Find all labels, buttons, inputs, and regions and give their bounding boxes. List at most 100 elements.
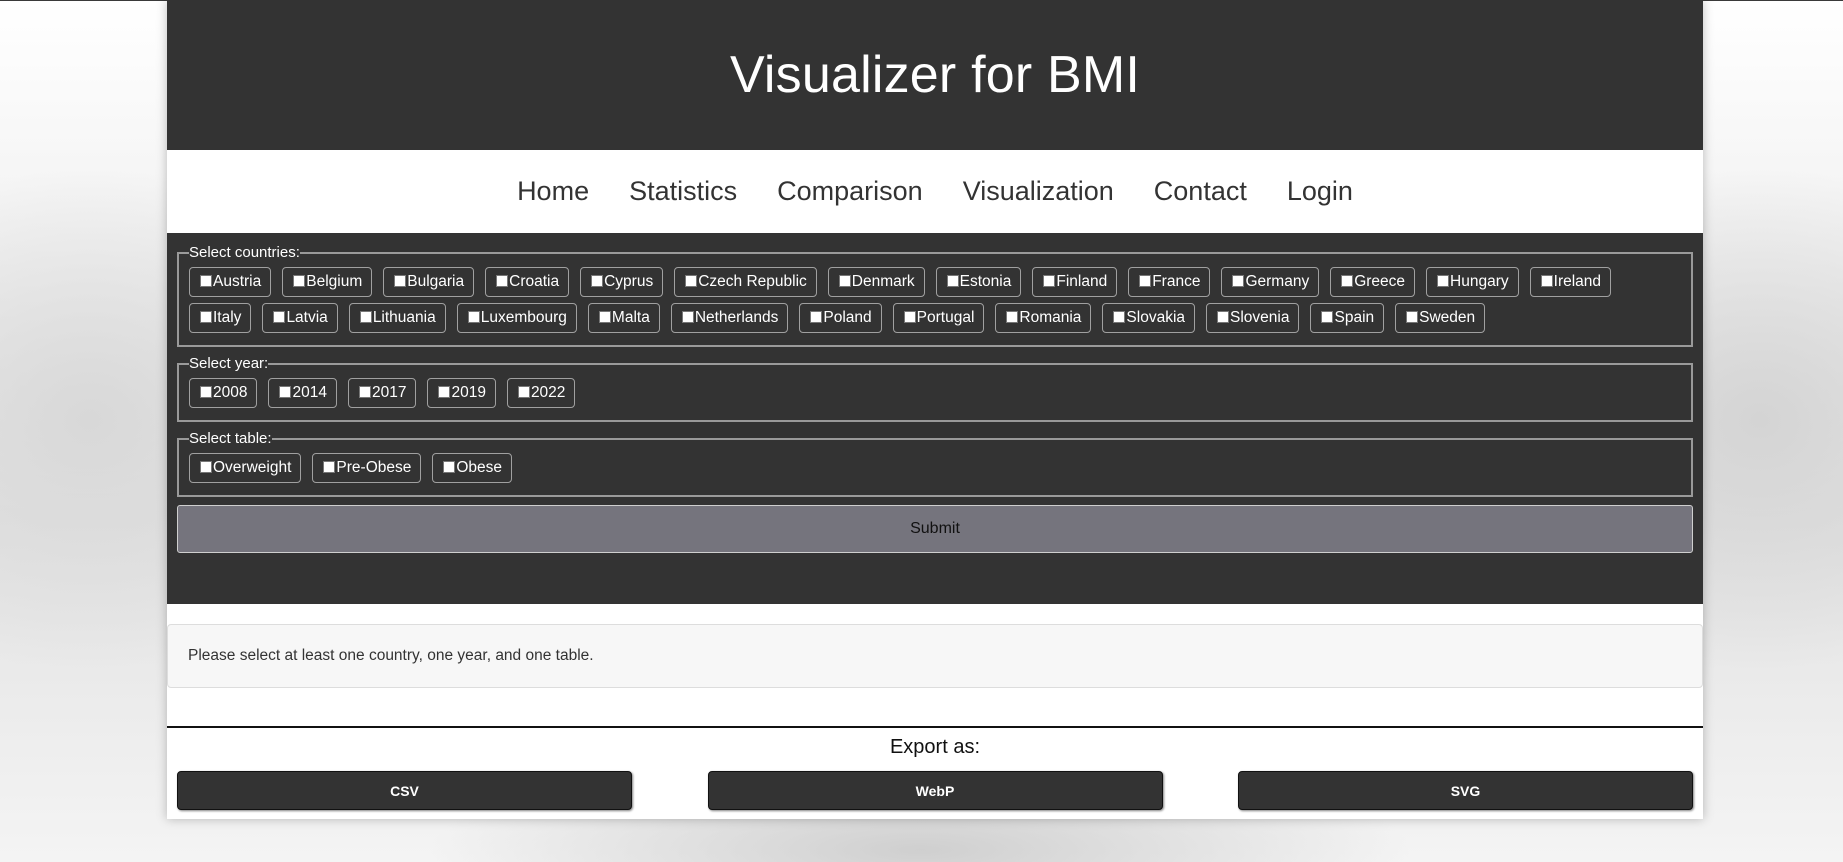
country-option-bulgaria[interactable]: Bulgaria [383, 267, 475, 297]
year-options: 2008 2014 2017 2019 2022 [189, 378, 1681, 408]
main-nav: Home Statistics Comparison Visualization… [167, 150, 1703, 233]
country-checkbox-portugal[interactable] [903, 310, 916, 323]
country-option-france[interactable]: France [1128, 267, 1211, 297]
country-option-lithuania[interactable]: Lithuania [348, 303, 446, 333]
country-option-cyprus[interactable]: Cyprus [580, 267, 664, 297]
year-checkbox-2019[interactable] [438, 385, 451, 398]
year-checkbox-2008[interactable] [200, 385, 212, 398]
country-checkbox-greece[interactable] [1341, 274, 1354, 287]
country-label-hungary: Hungary [1450, 273, 1509, 290]
country-checkbox-slovenia[interactable] [1217, 310, 1230, 323]
table-option-obese[interactable]: Obese [432, 453, 513, 483]
year-option-2019[interactable]: 2019 [427, 378, 496, 408]
country-checkbox-romania[interactable] [1006, 310, 1019, 323]
country-option-croatia[interactable]: Croatia [485, 267, 570, 297]
year-label-2017: 2017 [371, 384, 407, 401]
country-checkbox-estonia[interactable] [946, 274, 959, 287]
country-checkbox-luxembourg[interactable] [467, 310, 480, 323]
table-checkbox-obese[interactable] [443, 460, 456, 473]
country-checkbox-ireland[interactable] [1540, 274, 1553, 287]
country-label-finland: Finland [1056, 273, 1108, 290]
table-fieldset: Select table: Overweight Pre-Obese Obese [177, 430, 1693, 497]
country-option-romania[interactable]: Romania [995, 303, 1092, 333]
country-checkbox-hungary[interactable] [1437, 274, 1450, 287]
country-checkbox-france[interactable] [1139, 274, 1152, 287]
country-option-italy[interactable]: Italy [189, 303, 252, 333]
country-option-netherlands[interactable]: Netherlands [670, 303, 789, 333]
country-checkbox-denmark[interactable] [838, 274, 851, 287]
table-option-pre-obese[interactable]: Pre-Obese [312, 453, 422, 483]
country-option-finland[interactable]: Finland [1032, 267, 1118, 297]
country-option-denmark[interactable]: Denmark [827, 267, 925, 297]
country-option-austria[interactable]: Austria [189, 267, 272, 297]
nav-comparison[interactable]: Comparison [777, 176, 923, 206]
country-checkbox-slovakia[interactable] [1113, 310, 1126, 323]
country-label-italy: Italy [213, 309, 242, 326]
countries-legend: Select countries: [189, 244, 300, 261]
countries-options: Austria Belgium Bulgaria Croatia Cyprus Czech… [189, 267, 1681, 333]
country-label-cyprus: Cyprus [604, 273, 654, 290]
export-csv-button[interactable]: CSV [177, 771, 632, 810]
country-checkbox-finland[interactable] [1043, 274, 1056, 287]
country-option-belgium[interactable]: Belgium [282, 267, 373, 297]
country-label-bulgaria: Bulgaria [407, 273, 465, 290]
country-option-poland[interactable]: Poland [799, 303, 882, 333]
country-label-malta: Malta [611, 309, 650, 326]
export-buttons: CSV WebP SVG [167, 771, 1703, 810]
year-option-2017[interactable]: 2017 [347, 378, 417, 408]
country-checkbox-bulgaria[interactable] [394, 274, 407, 287]
export-svg-button[interactable]: SVG [1238, 771, 1693, 810]
country-checkbox-italy[interactable] [200, 310, 212, 323]
country-checkbox-belgium[interactable] [293, 274, 306, 287]
country-option-spain[interactable]: Spain [1310, 303, 1385, 333]
country-checkbox-malta[interactable] [598, 310, 611, 323]
table-legend: Select table: [189, 430, 272, 447]
country-label-romania: Romania [1019, 309, 1082, 326]
year-checkbox-2017[interactable] [358, 385, 371, 398]
country-checkbox-austria[interactable] [200, 274, 212, 287]
nav-statistics[interactable]: Statistics [629, 176, 738, 206]
export-webp-button[interactable]: WebP [707, 771, 1163, 810]
nav-visualization[interactable]: Visualization [962, 176, 1114, 206]
country-checkbox-germany[interactable] [1232, 274, 1245, 287]
country-option-sweden[interactable]: Sweden [1395, 303, 1486, 333]
country-option-slovenia[interactable]: Slovenia [1206, 303, 1300, 333]
submit-button[interactable]: Submit [177, 505, 1693, 553]
year-option-2008[interactable]: 2008 [189, 378, 258, 408]
site-header: Visualizer for BMI [167, 0, 1703, 150]
table-checkbox-pre-obese[interactable] [323, 460, 336, 473]
country-option-greece[interactable]: Greece [1330, 267, 1416, 297]
country-label-slovenia: Slovenia [1230, 309, 1290, 326]
country-option-germany[interactable]: Germany [1221, 267, 1320, 297]
country-option-hungary[interactable]: Hungary [1426, 267, 1519, 297]
year-option-2014[interactable]: 2014 [268, 378, 337, 408]
nav-home[interactable]: Home [517, 176, 590, 206]
country-option-malta[interactable]: Malta [587, 303, 660, 333]
country-option-portugal[interactable]: Portugal [892, 303, 985, 333]
country-label-spain: Spain [1334, 309, 1375, 326]
country-checkbox-czech-republic[interactable] [685, 274, 698, 287]
country-option-latvia[interactable]: Latvia [262, 303, 338, 333]
year-checkbox-2022[interactable] [517, 385, 530, 398]
country-checkbox-cyprus[interactable] [591, 274, 604, 287]
country-option-slovakia[interactable]: Slovakia [1102, 303, 1196, 333]
country-checkbox-latvia[interactable] [273, 310, 286, 323]
country-checkbox-poland[interactable] [810, 310, 823, 323]
country-checkbox-spain[interactable] [1321, 310, 1334, 323]
year-legend: Select year: [189, 355, 269, 372]
country-option-luxembourg[interactable]: Luxembourg [456, 303, 577, 333]
nav-login[interactable]: Login [1286, 176, 1353, 206]
country-checkbox-netherlands[interactable] [681, 310, 694, 323]
country-checkbox-croatia[interactable] [496, 274, 509, 287]
nav-contact[interactable]: Contact [1153, 176, 1247, 206]
country-option-czech-republic[interactable]: Czech Republic [674, 267, 817, 297]
year-label-2008: 2008 [213, 384, 248, 401]
country-option-ireland[interactable]: Ireland [1529, 267, 1612, 297]
year-checkbox-2014[interactable] [279, 385, 292, 398]
table-option-overweight[interactable]: Overweight [189, 453, 302, 483]
country-checkbox-lithuania[interactable] [359, 310, 372, 323]
country-checkbox-sweden[interactable] [1406, 310, 1419, 323]
year-option-2022[interactable]: 2022 [506, 378, 576, 408]
country-option-estonia[interactable]: Estonia [935, 267, 1022, 297]
table-checkbox-overweight[interactable] [200, 460, 212, 473]
